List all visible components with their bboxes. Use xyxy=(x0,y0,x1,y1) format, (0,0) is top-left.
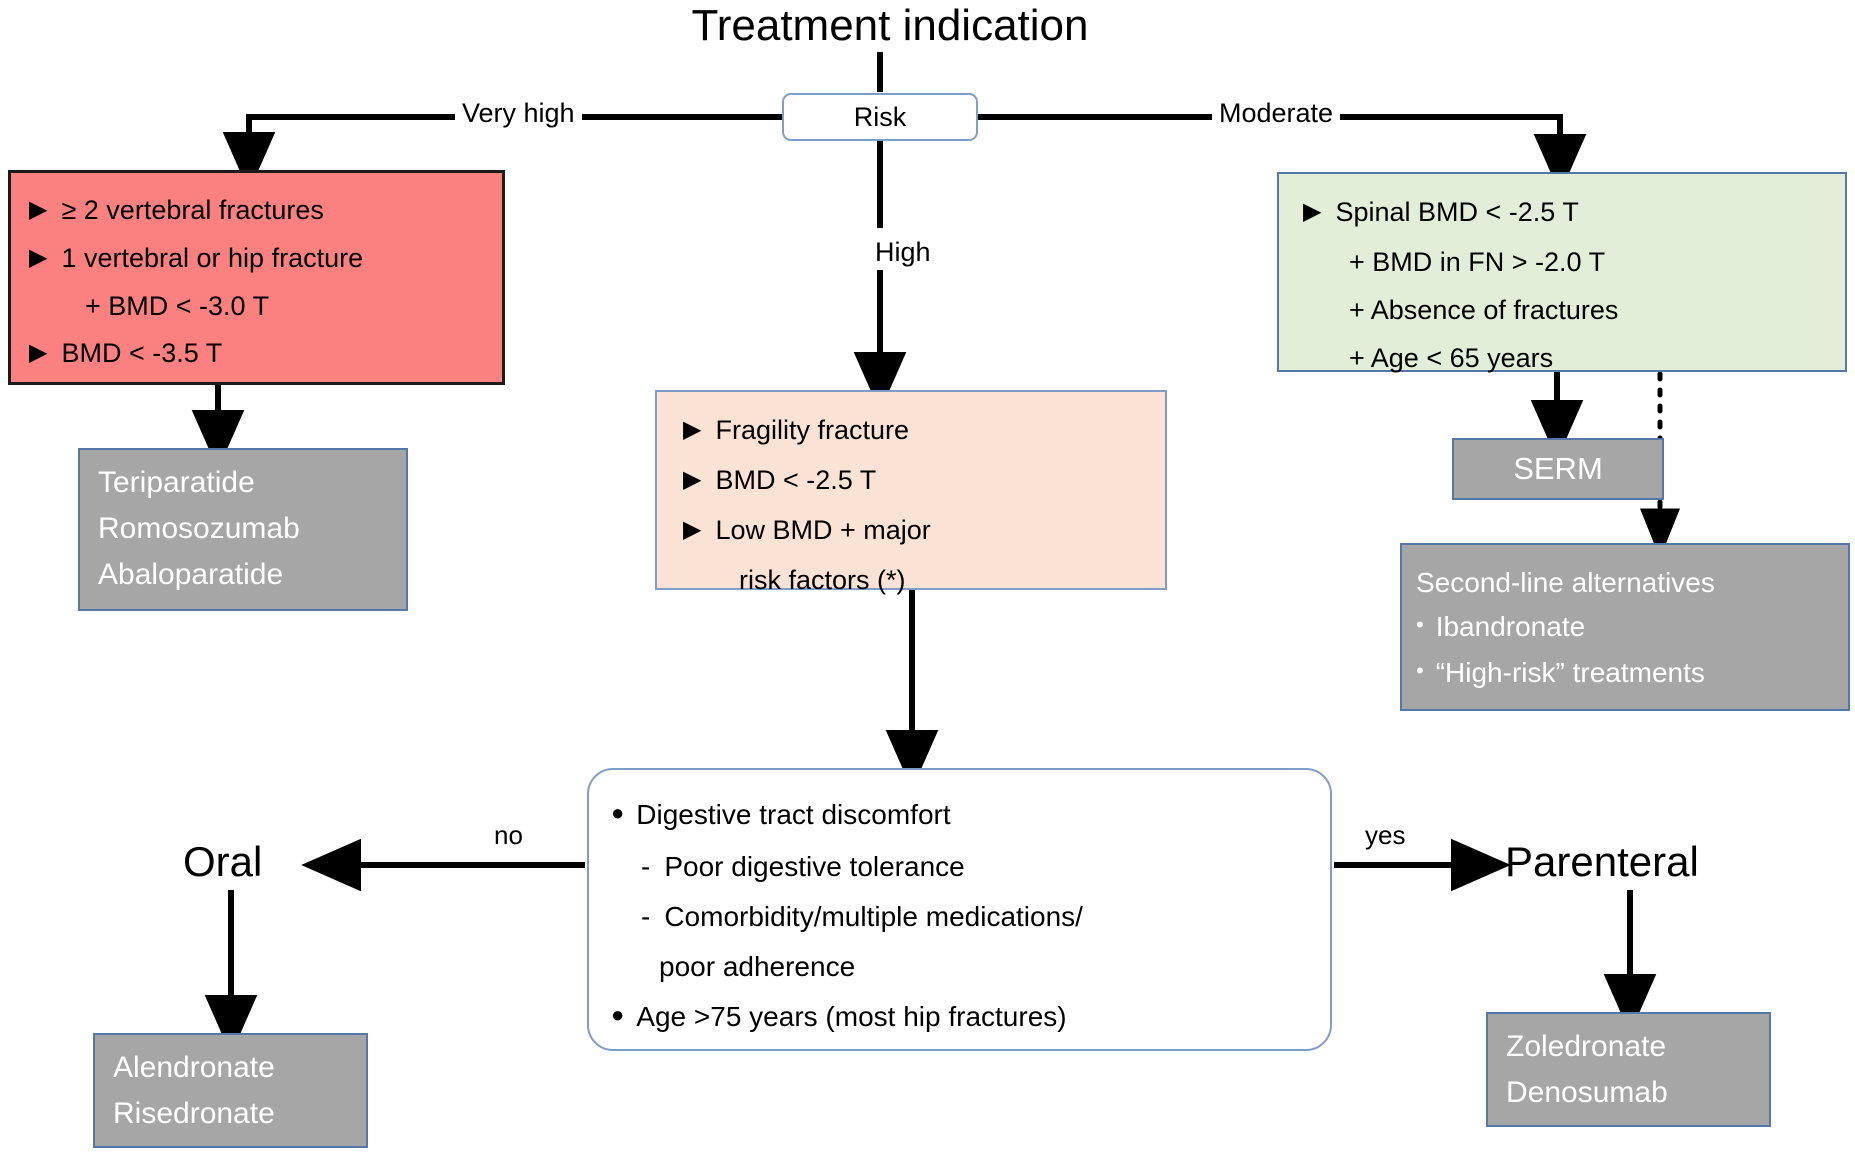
anabolic-treatment-box: Teriparatide Romosozumab Abaloparatide xyxy=(78,448,408,611)
page-title: Treatment indication xyxy=(691,1,1089,50)
tolerance-bullet: ●Age >75 years (most hip fractures) xyxy=(611,1001,1067,1032)
tolerance-sub-item: -Poor digestive tolerance xyxy=(611,842,1316,892)
very-high-risk-criteria-box: ▶≥ 2 vertebral fractures ▶1 vertebral or… xyxy=(8,170,505,385)
second-line-item: •“High-risk” treatments xyxy=(1416,657,1705,688)
tolerance-sub-item: -Comorbidity/multiple medications/ xyxy=(611,892,1316,942)
treatment-item: Risedronate xyxy=(113,1097,275,1130)
criteria-line: + Age < 65 years xyxy=(1349,343,1554,373)
dot-bullet-icon: ● xyxy=(611,1002,625,1027)
second-line-alternatives-box: Second-line alternatives •Ibandronate •“… xyxy=(1400,543,1850,711)
criteria-line: + BMD < -3.0 T xyxy=(85,291,270,321)
tolerance-sub-item-cont: poor adherence xyxy=(659,951,856,982)
dot-bullet-icon: ● xyxy=(611,800,625,825)
criteria-line: ▶Low BMD + major xyxy=(683,515,931,545)
treatment-item: Zoledronate xyxy=(1506,1030,1667,1063)
route-label-oral: Oral xyxy=(183,838,263,885)
parenteral-treatment-box: Zoledronate Denosumab xyxy=(1486,1012,1771,1127)
treatment-item: Romosozumab xyxy=(98,512,300,545)
second-line-item: •Ibandronate xyxy=(1416,611,1586,642)
criteria-line: ▶BMD < -3.5 T xyxy=(29,338,223,368)
moderate-risk-criteria-box: ▶Spinal BMD < -2.5 T + BMD in FN > -2.0 … xyxy=(1277,172,1847,373)
edge-label-moderate: Moderate xyxy=(1212,98,1341,129)
treatment-item: Abaloparatide xyxy=(98,558,284,591)
triangle-bullet-icon: ▶ xyxy=(683,516,702,543)
risk-decision-node[interactable]: Risk xyxy=(782,93,978,141)
triangle-bullet-icon: ▶ xyxy=(683,466,702,493)
edge-label-very-high: Very high xyxy=(455,98,582,129)
triangle-bullet-icon: ▶ xyxy=(29,196,48,223)
tolerance-decision-box[interactable]: ●Digestive tract discomfort -Poor digest… xyxy=(587,768,1332,1051)
second-line-title: Second-line alternatives xyxy=(1416,567,1715,598)
dash-bullet-icon: - xyxy=(641,901,651,932)
dash-bullet-icon: - xyxy=(641,851,651,882)
treatment-item: Denosumab xyxy=(1506,1076,1668,1109)
serm-label: SERM xyxy=(1513,451,1603,486)
criteria-line: + Absence of fractures xyxy=(1349,295,1619,325)
risk-decision-label: Risk xyxy=(853,101,907,132)
criteria-line: ▶1 vertebral or hip fracture xyxy=(29,243,364,273)
high-risk-criteria-box: ▶Fragility fracture ▶BMD < -2.5 T ▶Low B… xyxy=(655,390,1167,595)
route-label-parenteral: Parenteral xyxy=(1505,838,1699,885)
criteria-line: ▶BMD < -2.5 T xyxy=(683,465,877,495)
criteria-line: ▶Spinal BMD < -2.5 T xyxy=(1303,197,1579,227)
triangle-bullet-icon: ▶ xyxy=(29,244,48,271)
triangle-bullet-icon: ▶ xyxy=(29,339,48,366)
dot-bullet-icon: • xyxy=(1416,612,1424,637)
criteria-line: + BMD in FN > -2.0 T xyxy=(1349,247,1606,277)
triangle-bullet-icon: ▶ xyxy=(683,416,702,443)
serm-treatment-box: SERM xyxy=(1452,438,1664,500)
criteria-line: risk factors (*) xyxy=(739,565,906,595)
criteria-line: ▶≥ 2 vertebral fractures xyxy=(29,195,324,225)
criteria-line: ▶Fragility fracture xyxy=(683,415,910,445)
tolerance-bullet: ●Digestive tract discomfort xyxy=(611,799,951,830)
edge-label-no: no xyxy=(487,820,530,851)
treatment-item: Teriparatide xyxy=(98,466,255,499)
edge-label-yes: yes xyxy=(1358,820,1413,851)
oral-treatment-box: Alendronate Risedronate xyxy=(93,1033,368,1148)
triangle-bullet-icon: ▶ xyxy=(1303,198,1322,225)
edge-label-high: High xyxy=(868,237,938,268)
dot-bullet-icon: • xyxy=(1416,658,1424,683)
treatment-item: Alendronate xyxy=(113,1051,275,1084)
